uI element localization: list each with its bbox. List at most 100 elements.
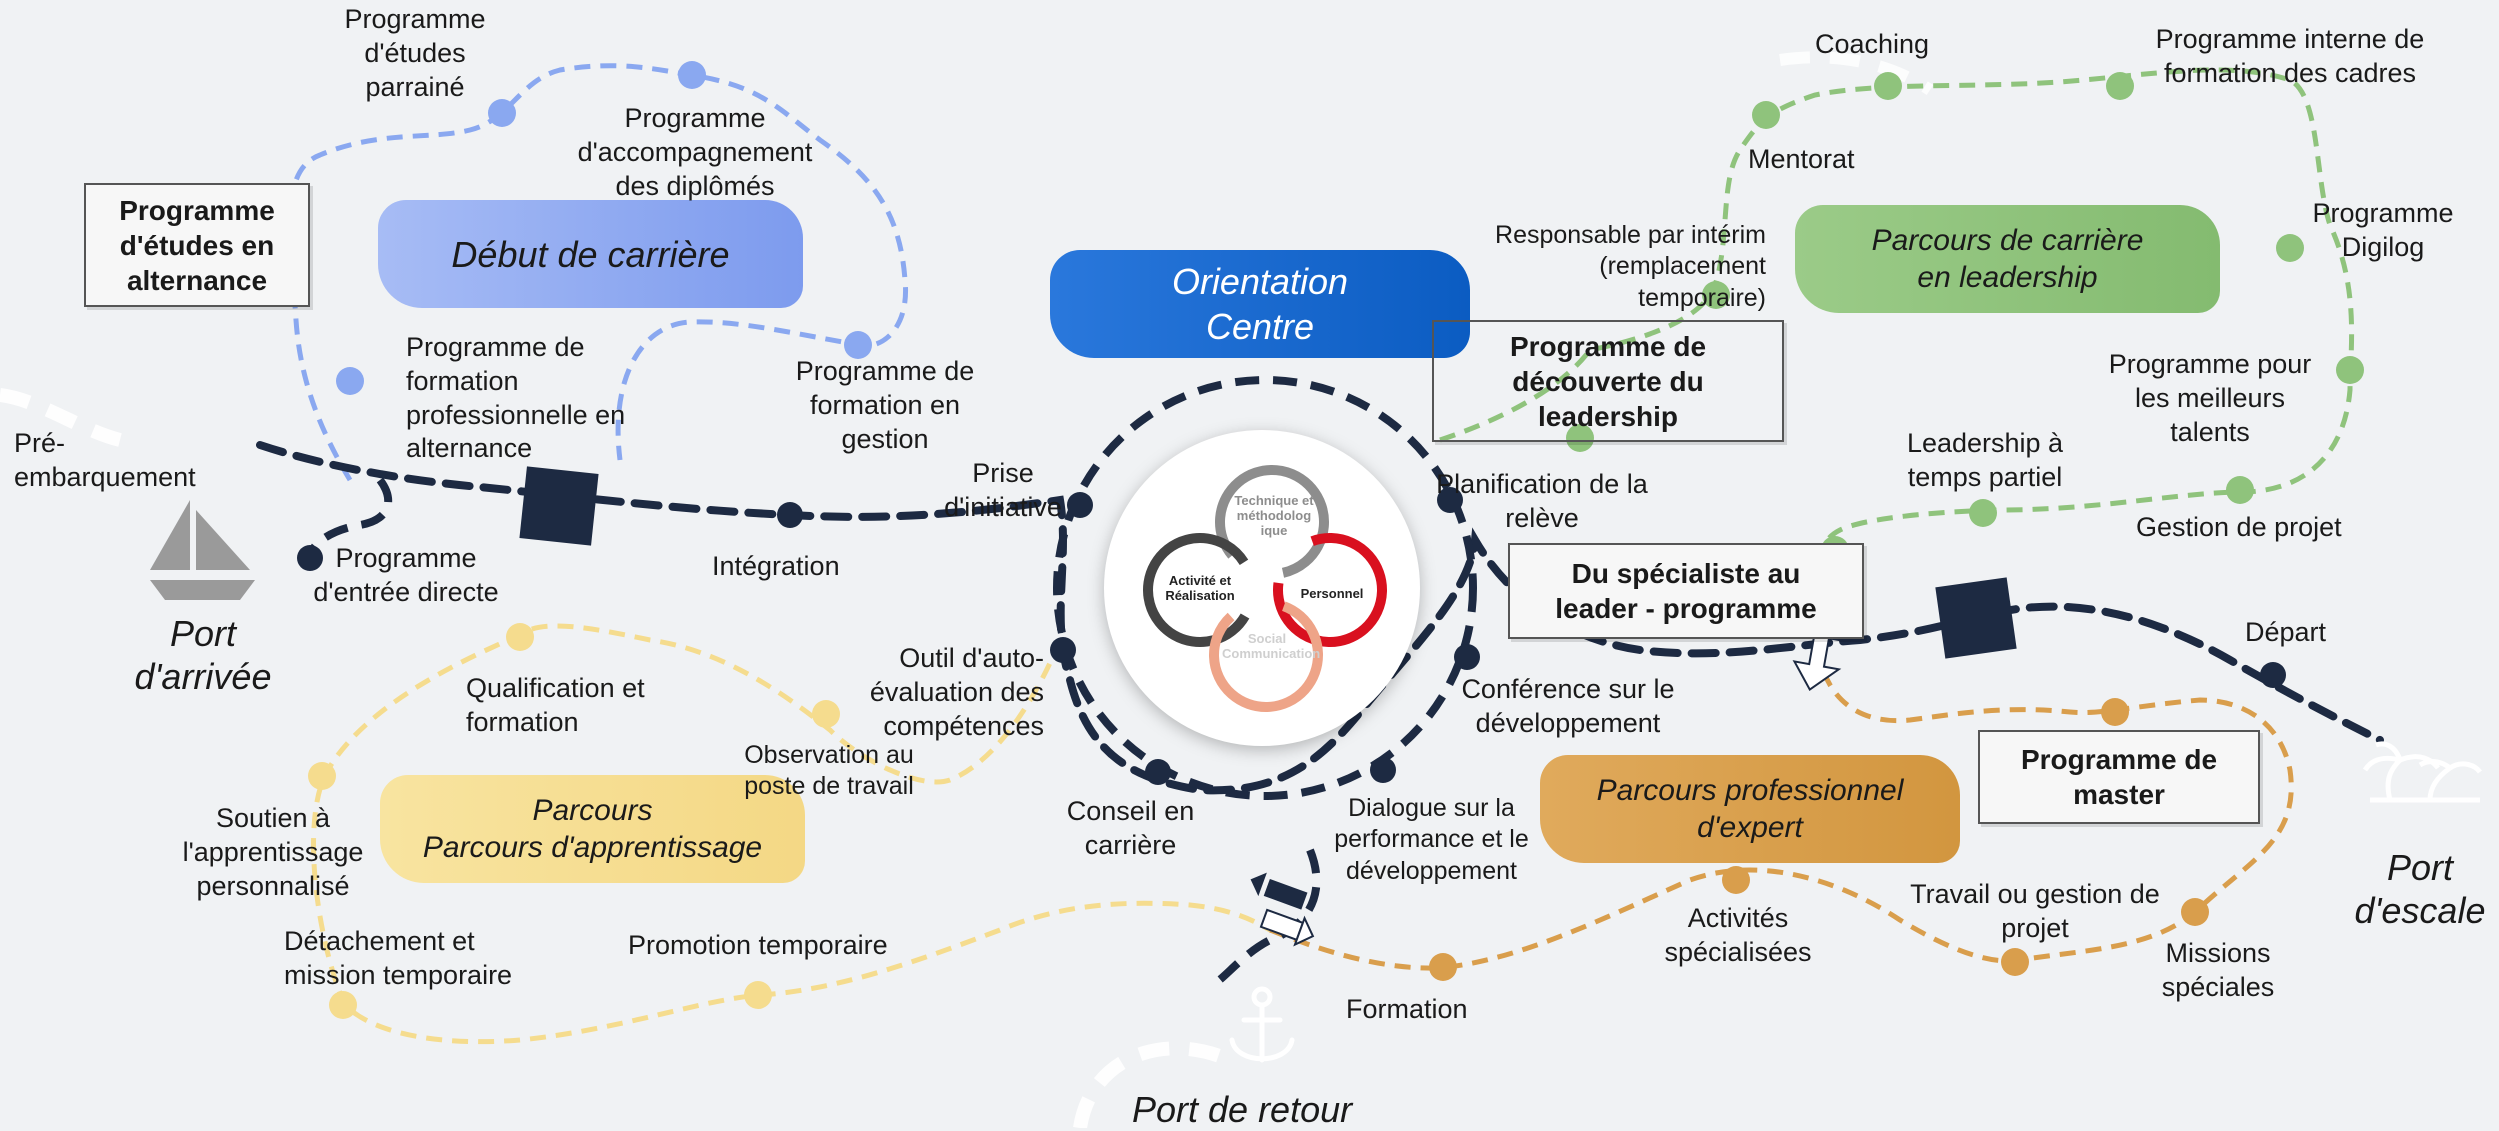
label-etudes-parraine: Programme d'études parrainé [344, 4, 486, 102]
banner-debut-text: Début de carrière [451, 233, 730, 275]
node-planification [1437, 487, 1463, 513]
label-entree-directe: Programme d'entrée directe [313, 543, 499, 607]
apprentissage-path [311, 623, 1272, 1045]
label-travail-gestion: Travail ou gestion de projet [1910, 879, 2160, 943]
label-promotion: Promotion temporaire [628, 930, 888, 960]
box-decouverte: Programme de découverte du leadership [1432, 320, 1784, 442]
node-digilog [2276, 234, 2304, 262]
entree-branch [306, 477, 393, 559]
node-dialogue [1370, 757, 1396, 783]
banner-apprentissage: Parcours Parcours d'apprentissage [380, 775, 805, 883]
banner-apprentissage-line2: Parcours d'apprentissage [422, 831, 763, 864]
label-mentorat: Mentorat [1748, 144, 1855, 174]
hub-activite-label: Activité et Réalisation [1165, 573, 1235, 603]
node-formation [1429, 953, 1457, 981]
turn-arrow-icon [1250, 872, 1315, 947]
ring-personnel [1273, 533, 1387, 647]
node-conference [1454, 644, 1480, 670]
label-accompagnement: Programme d'accompagnement des diplômés [577, 103, 813, 201]
label-planification: Planification de la relève [1436, 469, 1648, 533]
node-soutien [308, 762, 336, 790]
stop-square-right [1935, 577, 2017, 659]
node-master [2101, 698, 2129, 726]
label-depart: Départ [2245, 617, 2327, 647]
banner-apprentissage-line1: Parcours [532, 793, 653, 827]
node-formation-gestion [844, 331, 872, 359]
orientation-ring [1053, 376, 1477, 800]
label-dialogue: Dialogue sur la performance et le dévelo… [1334, 794, 1529, 885]
label-formation-gestion: Programme de formation en gestion [795, 356, 975, 454]
node-integration [777, 502, 803, 528]
label-integration: Intégration [712, 551, 840, 581]
node-mentorat [1752, 101, 1780, 129]
node-gestion-projet [2226, 476, 2254, 504]
node-entree [297, 545, 323, 571]
node-qualification [506, 623, 534, 651]
node-responsable [1702, 281, 1730, 309]
ring-social [1209, 598, 1323, 713]
label-formation: Formation [1346, 994, 1468, 1024]
node-conseil [1145, 759, 1171, 785]
label-observation: Observation au poste de travail [744, 741, 914, 801]
sailboat-icon [150, 500, 255, 600]
box-alternance-text: Programme d'études en alternance [119, 194, 275, 296]
label-gestion-projet: Gestion de projet [2136, 512, 2342, 542]
box-decouverte-text: Programme de découverte du leadership [1509, 330, 1707, 432]
label-coaching: Coaching [1815, 29, 1930, 59]
node-temps-partiel [1969, 499, 1997, 527]
palm-trees-icon [2362, 741, 2483, 803]
node-etudes-parraine [488, 99, 516, 127]
node-decouverte [1566, 424, 1594, 452]
label-pre-embarquement: Pré-embarquement [14, 428, 196, 492]
label-qualification: Qualification et formation [466, 673, 645, 737]
label-outil-auto: Outil d'auto-évaluation des compétences [869, 643, 1044, 741]
label-activites: Activités spécialisées [1664, 903, 1812, 967]
node-prise [1067, 492, 1093, 518]
box-master-text: Programme de master [2020, 744, 2218, 810]
port-retour: Port de retour [1132, 1089, 1353, 1130]
node-formation-pro [336, 367, 364, 395]
banner-orientation: Orientation Centre [1050, 250, 1470, 358]
port-escale: Port d'escale [2354, 847, 2486, 932]
banner-expert: Parcours professionnel d'expert [1540, 755, 1960, 863]
label-responsable-interim: Responsable par intérim (remplacement te… [1495, 221, 1766, 312]
node-accompagnement [678, 61, 706, 89]
label-missions: Missions spéciales [2161, 938, 2275, 1002]
banner-leadership-text: Parcours de carrière en leadership [1871, 223, 2144, 295]
label-conference: Conférence sur le développement [1461, 674, 1675, 738]
label-prise-initiative: Prise d'initiative [944, 458, 1062, 522]
box-specialiste-text: Du spécialiste au leader - programme [1555, 558, 1817, 624]
anchor-icon [1229, 986, 1295, 1063]
node-outil [1050, 637, 1076, 663]
box-specialiste: Du spécialiste au leader - programme [1508, 543, 1864, 639]
banner-leadership: Parcours de carrière en leadership [1795, 205, 2220, 313]
node-detachement [329, 991, 357, 1019]
background-trail-bottom [1073, 1041, 1233, 1128]
label-conseil: Conseil en carrière [1066, 796, 1195, 860]
main-path-nodes [297, 487, 2286, 785]
hub-personnel-label: Personnel [1300, 586, 1364, 601]
label-meilleurs-talents: Programme pour les meilleurs talents [2108, 349, 2312, 447]
label-soutien: Soutien à l'apprentissage personnalisé [182, 803, 364, 901]
label-temps-partiel: Leadership à temps partiel [1906, 428, 2064, 492]
node-activites [1722, 866, 1750, 894]
hub-social-label: Social Communication [1222, 631, 1321, 661]
box-master: Programme de master [1978, 730, 2260, 824]
node-depart [2260, 662, 2286, 688]
background-trail-top [1779, 51, 1934, 96]
node-missions [2181, 898, 2209, 926]
expert-nodes [1429, 698, 2209, 981]
label-detachement: Détachement et mission temporaire [284, 926, 513, 990]
retour-branch [1208, 848, 1321, 989]
apprentissage-nodes [308, 623, 840, 1019]
port-arrivee: Port d'arrivée [134, 613, 272, 698]
node-coaching [1874, 72, 1902, 100]
banner-expert-text: Parcours professionnel d'expert [1596, 773, 1904, 845]
orientation-hub [1104, 430, 1420, 746]
node-talents [2336, 356, 2364, 384]
leadership-nodes [1566, 72, 2364, 564]
hub-technique-label: Technique et méthodolog ique [1234, 493, 1314, 538]
orientation-title-line2: Centre [1205, 306, 1315, 347]
ring-activite [1143, 533, 1257, 647]
